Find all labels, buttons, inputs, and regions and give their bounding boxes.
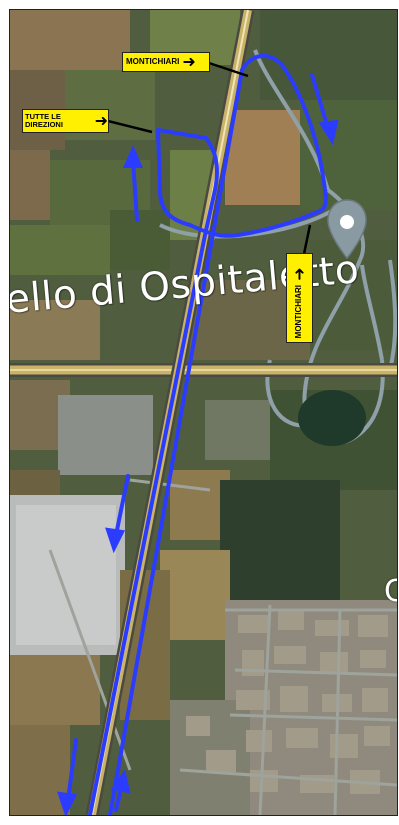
sign-montichiari-top: MONTICHIARI ➜ xyxy=(122,52,210,72)
callout-leaders xyxy=(107,60,312,255)
map-pin-icon[interactable] xyxy=(327,199,367,260)
arrow-icon xyxy=(57,73,339,815)
arrow-up-icon: ➜ xyxy=(289,266,309,281)
sign-montichiari-vertical: ➜ MONTICHIARI xyxy=(286,253,313,343)
sign-label: MONTICHIARI xyxy=(294,284,304,338)
interchange-green xyxy=(298,390,366,446)
satellite-map[interactable] xyxy=(10,10,397,815)
arrow-right-icon: ➜ xyxy=(182,52,196,71)
sign-label: MONTICHIARI xyxy=(126,56,180,66)
sign-tutte-le-direzioni: TUTTE LE DIREZIONI ➜ xyxy=(22,109,109,133)
map-frame[interactable]: ello di Ospitaletto C MONTICHIARI ➜ TUTT… xyxy=(10,10,397,815)
arrow-right-icon: ➜ xyxy=(94,111,108,130)
edge-label: C xyxy=(384,574,397,609)
route-overlay xyxy=(88,54,328,815)
sign-label: TUTTE LE DIREZIONI xyxy=(25,112,63,129)
